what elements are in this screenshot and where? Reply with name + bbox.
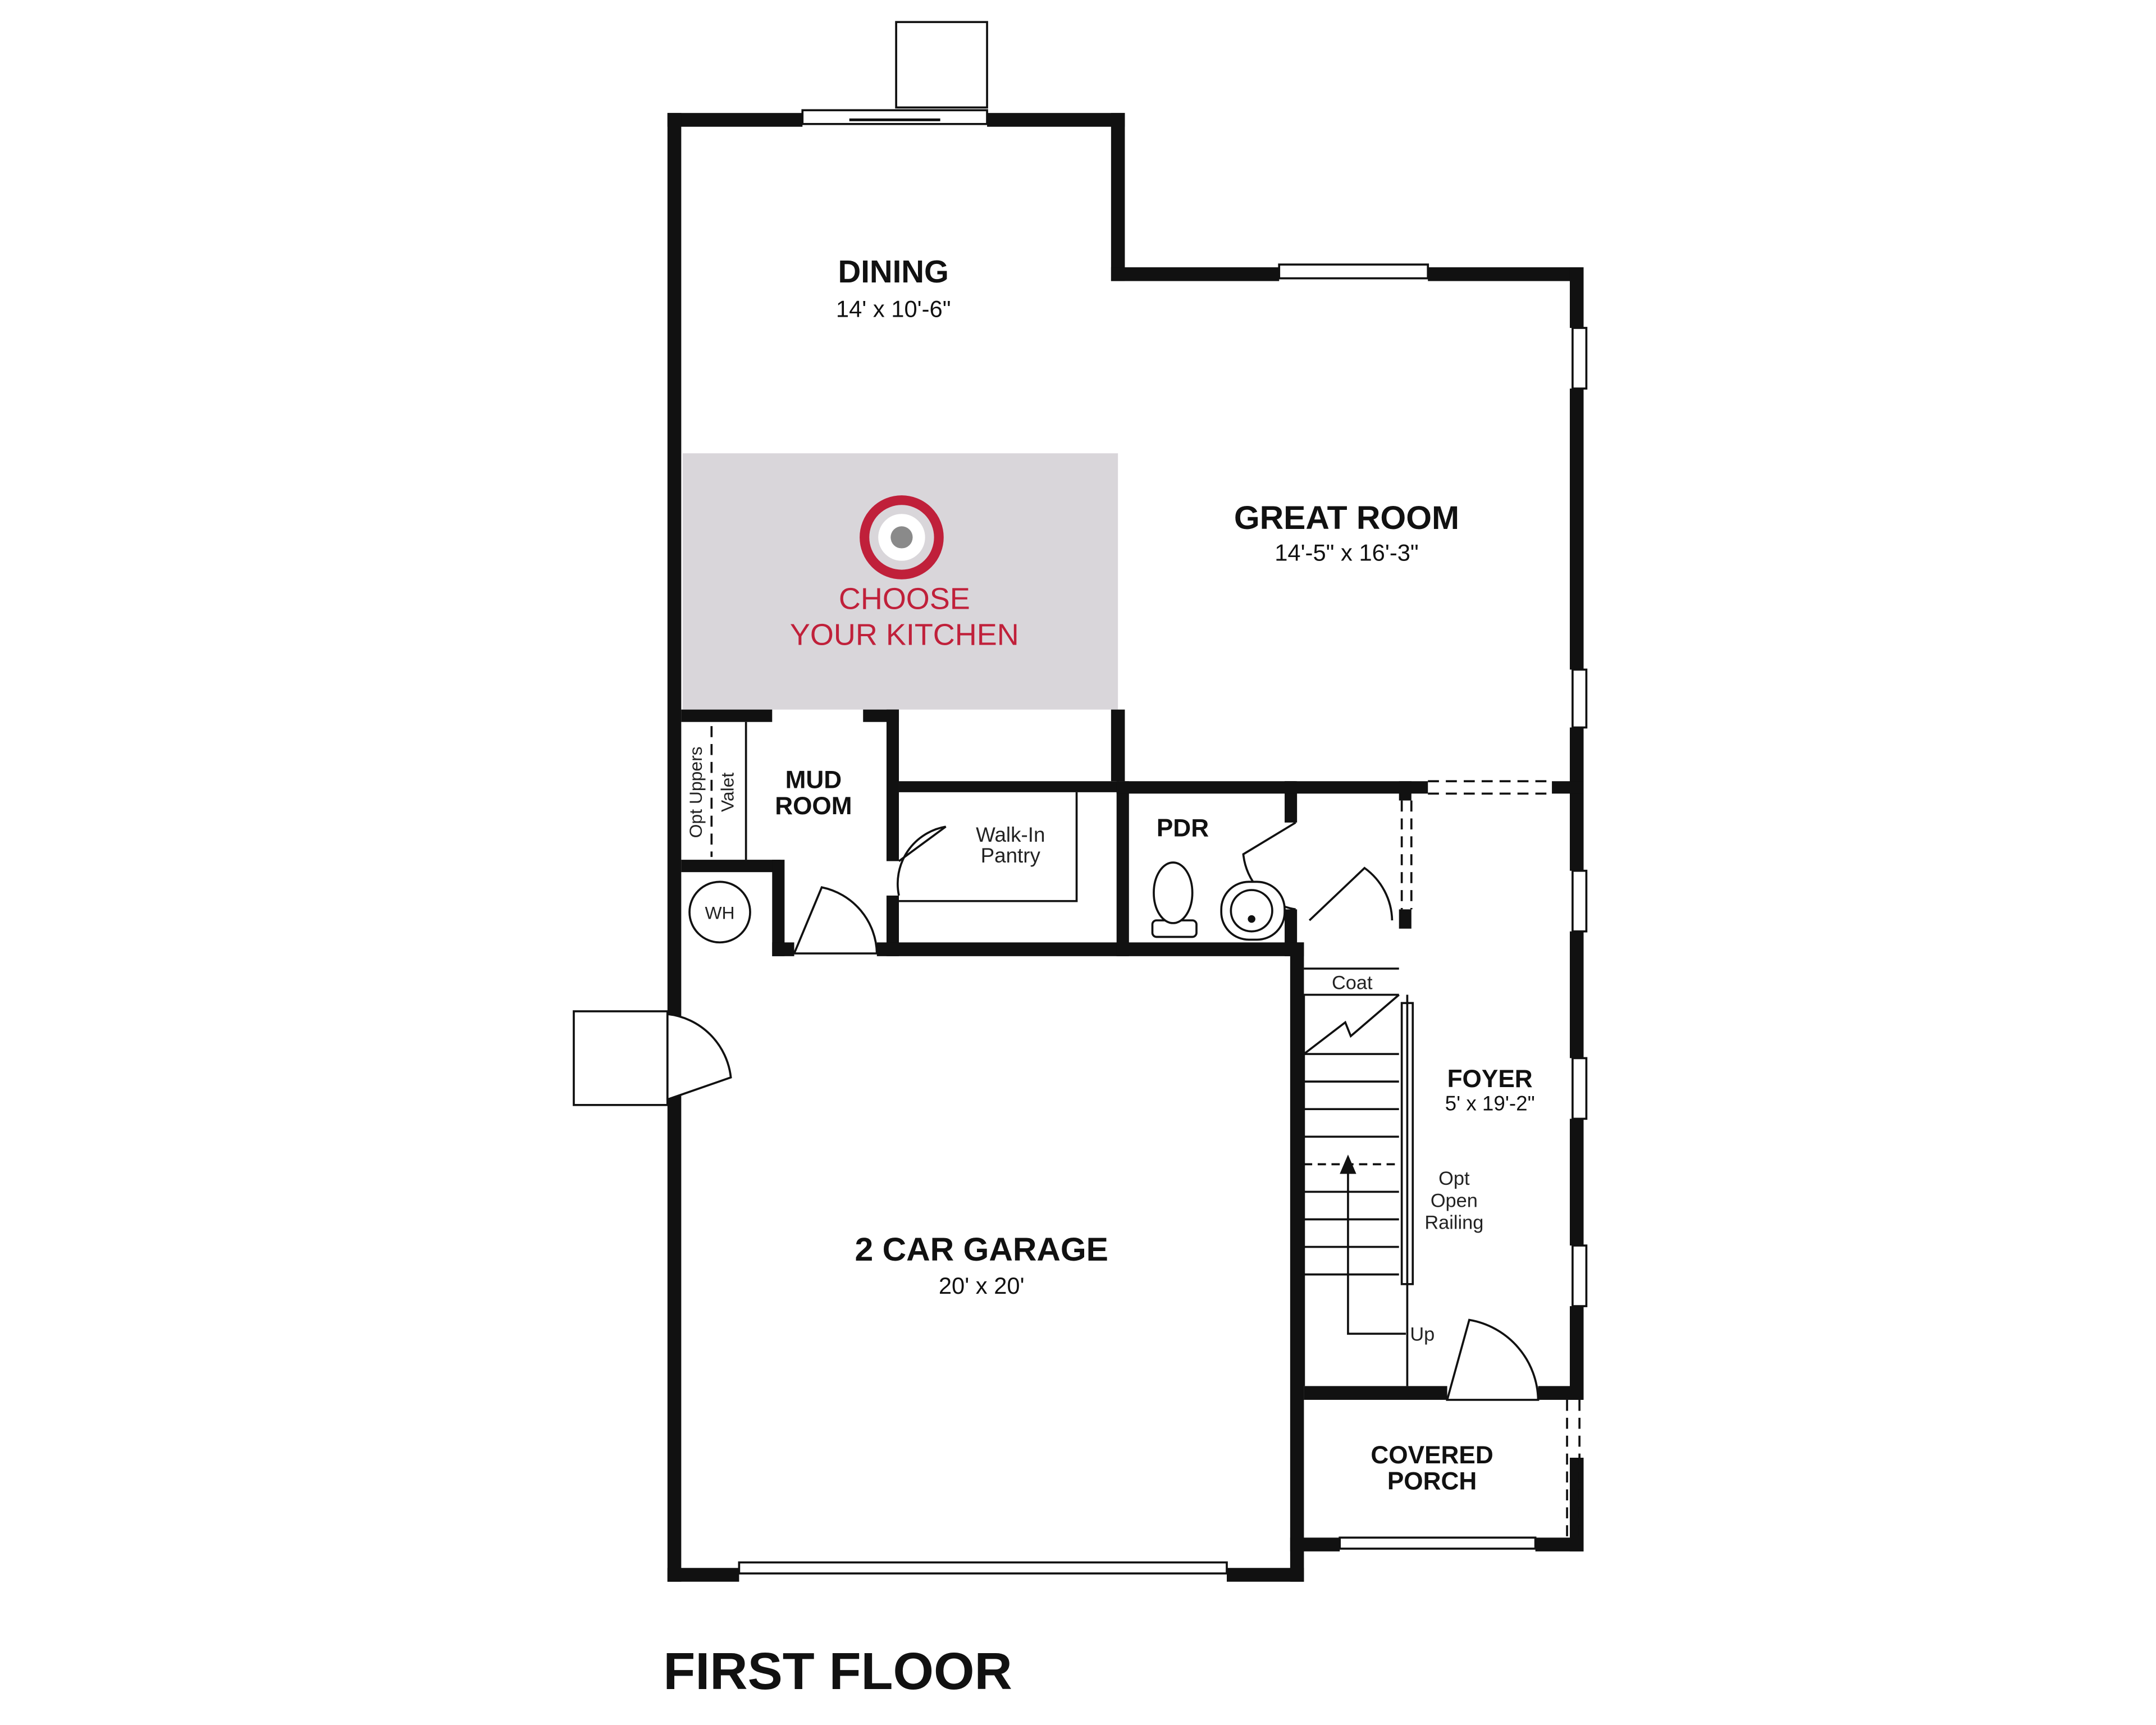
- interior-walls: [681, 709, 1584, 1582]
- sink-icon: [1220, 880, 1286, 941]
- doors: [573, 822, 1540, 1401]
- valet-label: Valet: [718, 773, 738, 812]
- room-pdr: PDR: [1157, 814, 1209, 842]
- windows: [738, 21, 1588, 1575]
- choose-kitchen-zone[interactable]: CHOOSE YOUR KITCHEN: [682, 453, 1118, 710]
- up-label: Up: [1410, 1324, 1435, 1345]
- dining-name: DINING: [838, 254, 948, 289]
- porch-line1: COVERED: [1371, 1441, 1493, 1469]
- garage-name: 2 CAR GARAGE: [855, 1231, 1108, 1268]
- pantry-line1: Walk-In: [976, 823, 1045, 846]
- room-great-room: GREAT ROOM 14'-5" x 16'-3": [1234, 500, 1459, 565]
- water-heater-label: WH: [705, 903, 734, 923]
- room-walk-in-pantry: Walk-In Pantry: [976, 823, 1045, 867]
- fixtures: [688, 861, 1286, 944]
- room-garage: 2 CAR GARAGE 20' x 20': [855, 1231, 1108, 1299]
- room-covered-porch: COVERED PORCH: [1371, 1441, 1493, 1495]
- water-heater-icon: [688, 880, 751, 944]
- fixture-lines: [744, 722, 1414, 1386]
- stair-arrow-icon: [1340, 1154, 1356, 1174]
- garage-dims: 20' x 20': [939, 1272, 1025, 1299]
- floor-title: FIRST FLOOR: [663, 1642, 1012, 1700]
- target-icon[interactable]: [860, 495, 944, 579]
- room-dining: DINING 14' x 10'-6": [836, 254, 951, 322]
- coat-label: Coat: [1332, 973, 1373, 994]
- pantry-line2: Pantry: [981, 844, 1041, 867]
- room-mud-room: MUD ROOM: [775, 766, 852, 820]
- room-foyer: FOYER 5' x 19'-2": [1445, 1065, 1535, 1115]
- pdr-name: PDR: [1157, 814, 1209, 842]
- mud-room-line1: MUD: [785, 766, 842, 794]
- dining-dims: 14' x 10'-6": [836, 295, 951, 322]
- porch-line2: PORCH: [1387, 1467, 1477, 1495]
- great-room-name: GREAT ROOM: [1234, 500, 1459, 536]
- exterior-walls: [667, 113, 1584, 1582]
- kitchen-highlight: [682, 453, 1118, 710]
- choose-kitchen-line2[interactable]: YOUR KITCHEN: [790, 618, 1019, 651]
- opt-uppers-label: Opt Uppers: [686, 746, 706, 838]
- dashed-openings: [710, 726, 1581, 1538]
- choose-kitchen-line1[interactable]: CHOOSE: [839, 582, 970, 616]
- opt-railing-line2: Open: [1431, 1190, 1478, 1211]
- toilet-icon: [1151, 861, 1198, 938]
- great-room-dims: 14'-5" x 16'-3": [1275, 540, 1419, 566]
- foyer-name: FOYER: [1447, 1065, 1533, 1093]
- opt-railing-line1: Opt: [1438, 1168, 1470, 1189]
- mud-room-line2: ROOM: [775, 792, 852, 820]
- opt-railing-line3: Railing: [1424, 1212, 1483, 1234]
- foyer-dims: 5' x 19'-2": [1445, 1092, 1535, 1115]
